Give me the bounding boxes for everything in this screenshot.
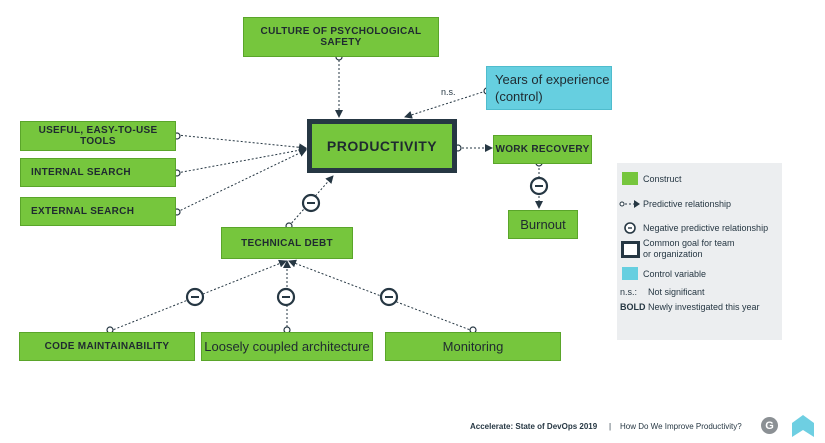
legend-label: Negative predictive relationship: [643, 223, 769, 233]
node-culture-psych-safety: CULTURE OF PSYCHOLOGICAL SAFETY: [243, 17, 439, 57]
node-label: Burnout: [520, 217, 566, 232]
edge-code-techdebt: [109, 259, 287, 332]
legend-label: Not significant: [648, 287, 705, 297]
legend-label: Predictive relationship: [643, 199, 732, 209]
node-internal-search: INTERNAL SEARCH: [20, 158, 176, 187]
legend-label: Common goal for team or organization: [643, 238, 735, 259]
node-work-recovery: WORK RECOVERY: [493, 135, 592, 164]
footer-subtitle: How Do We Improve Productivity?: [620, 422, 742, 431]
construct-swatch-icon: [622, 172, 638, 185]
node-label: Years of experience (control): [495, 72, 610, 104]
node-years-experience: Years of experience (control): [486, 66, 612, 110]
node-label: USEFUL, EASY-TO-USE TOOLS: [38, 125, 158, 147]
dora-logo-icon: [792, 415, 814, 437]
node-burnout: Burnout: [508, 210, 578, 239]
legend-row-ns: n.s.: Not significant: [617, 287, 705, 297]
legend-row-construct: Construct: [617, 172, 682, 185]
node-technical-debt: TECHNICAL DEBT: [221, 227, 353, 259]
node-label: EXTERNAL SEARCH: [31, 206, 135, 217]
legend-key: n.s.:: [620, 287, 638, 297]
ns-edge-label: n.s.: [441, 87, 456, 97]
control-swatch-icon: [622, 267, 638, 280]
edge-internal-productivity: [176, 146, 307, 174]
predictive-arrow-icon: [619, 200, 640, 208]
node-productivity: PRODUCTIVITY: [307, 119, 457, 173]
node-label: PRODUCTIVITY: [326, 138, 438, 154]
node-label: TECHNICAL DEBT: [241, 237, 333, 249]
edge-external-productivity: [176, 149, 307, 213]
node-label: CODE MAINTAINABILITY: [44, 341, 170, 352]
node-loosely-coupled: Loosely coupled architecture: [201, 332, 373, 361]
legend-key: BOLD: [620, 302, 646, 312]
edge-monitoring-techdebt: [288, 259, 474, 332]
legend-label: Control variable: [643, 268, 707, 279]
legend-row-control: Control variable: [617, 267, 706, 280]
node-external-search: EXTERNAL SEARCH: [20, 197, 176, 226]
goal-box-icon: [620, 241, 640, 258]
node-label: WORK RECOVERY: [495, 144, 590, 155]
node-code-maintainability: CODE MAINTAINABILITY: [19, 332, 195, 361]
node-label: Loosely coupled architecture: [204, 339, 370, 354]
node-label: Monitoring: [442, 339, 504, 354]
node-label: INTERNAL SEARCH: [31, 167, 131, 178]
legend-label: Construct: [643, 173, 682, 184]
legend-row-goal: Common goal for team or organization: [617, 238, 743, 260]
footer-title: Accelerate: State of DevOps 2019: [470, 422, 598, 431]
negative-circle-icon: [624, 222, 636, 234]
legend-row-bold: BOLD Newly investigated this year: [617, 302, 760, 312]
node-monitoring: Monitoring: [385, 332, 561, 361]
legend-row-predictive: Predictive relationship: [617, 199, 731, 209]
legend: Construct Predictive relationship Negati…: [617, 163, 782, 340]
google-cloud-g-icon: G: [761, 417, 778, 434]
node-useful-tools: USEFUL, EASY-TO-USE TOOLS: [20, 121, 176, 151]
node-label: CULTURE OF PSYCHOLOGICAL SAFETY: [260, 26, 422, 48]
footer-separator: |: [609, 422, 612, 431]
edge-tools-productivity: [176, 134, 307, 152]
legend-label: Newly investigated this year: [648, 302, 760, 312]
legend-row-negative: Negative predictive relationship: [617, 221, 768, 235]
